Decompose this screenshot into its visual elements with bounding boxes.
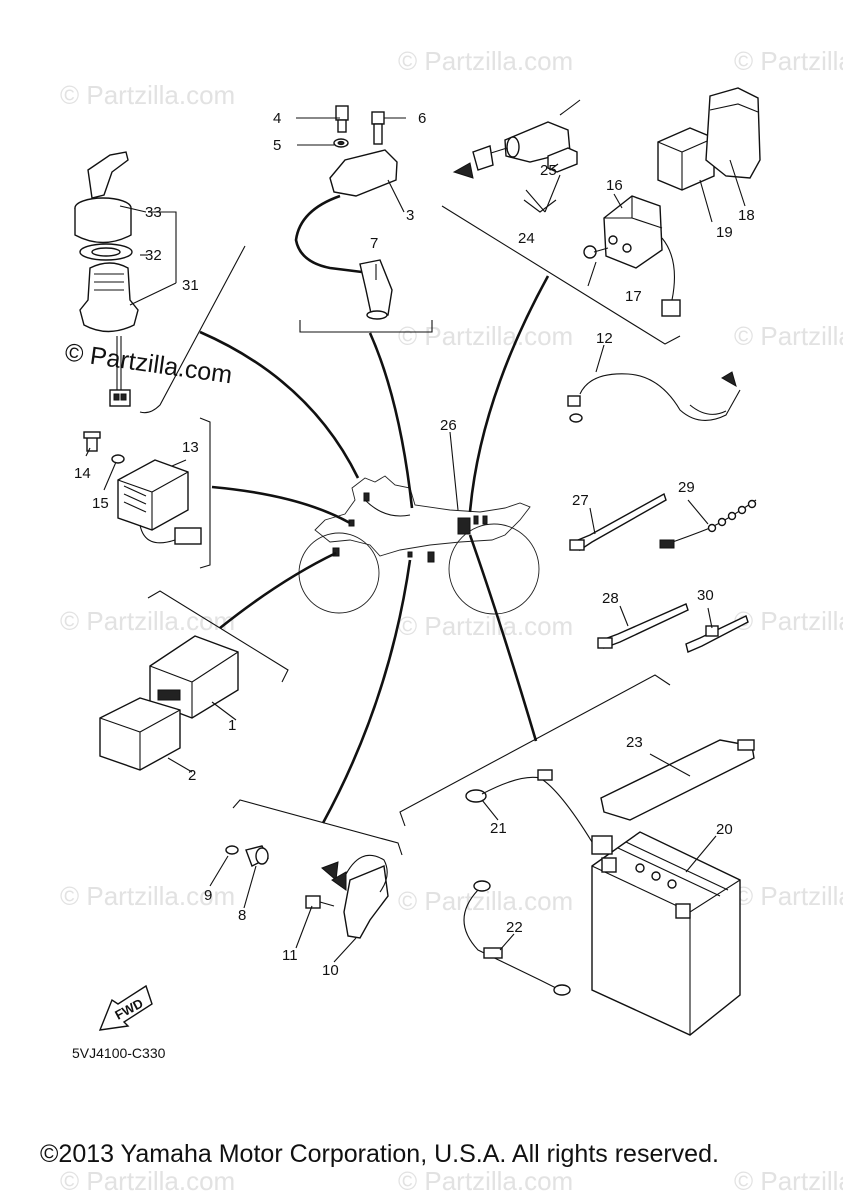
- callout-13: 13: [182, 439, 199, 456]
- watermark-layer: © Partzilla.com © Partzilla.com © Partzi…: [60, 46, 843, 1196]
- watermark: © Partzilla.com: [60, 606, 235, 636]
- callout-6: 6: [418, 110, 426, 127]
- main-switch-group: [74, 151, 139, 407]
- callout-31: 31: [182, 277, 199, 294]
- watermark: © Partzilla.com: [734, 321, 843, 351]
- battery-group: [463, 739, 755, 1036]
- callout-22: 22: [506, 919, 523, 936]
- callout-11: 11: [282, 947, 298, 964]
- callout-10: 10: [322, 962, 339, 979]
- watermark: © Partzilla.com: [734, 881, 843, 911]
- callout-28: 28: [602, 590, 619, 607]
- callout-30: 30: [697, 587, 714, 604]
- group-leaders: [199, 275, 550, 824]
- callout-9: 9: [204, 887, 212, 904]
- watermark: © Partzilla.com: [734, 606, 843, 636]
- callout-leaders: [85, 117, 746, 963]
- callout-24: 24: [518, 230, 535, 247]
- watermark: © Partzilla.com: [398, 46, 573, 76]
- vehicle-outline: [298, 475, 540, 615]
- lamp-switch-group: [452, 99, 581, 179]
- watermark: © Partzilla.com: [398, 321, 573, 351]
- callout-2: 2: [188, 767, 196, 784]
- clamps-group: [569, 492, 757, 653]
- callout-7: 7: [370, 235, 378, 252]
- callout-3: 3: [406, 207, 414, 224]
- callout-27: 27: [572, 492, 589, 509]
- callout-29: 29: [678, 479, 695, 496]
- callout-25: 25: [540, 162, 557, 179]
- callout-8: 8: [238, 907, 246, 924]
- callout-numbers: 1 2 3 4 5 6 7 8 9 10 11 12 13 14 15 16 1…: [74, 110, 755, 979]
- callout-4: 4: [273, 110, 281, 127]
- watermark: © Partzilla.com: [734, 1166, 843, 1196]
- callout-20: 20: [716, 821, 733, 838]
- cdi-unit-group: [99, 635, 239, 771]
- callout-17: 17: [625, 288, 642, 305]
- watermark: © Partzilla.com: [398, 1166, 573, 1196]
- copyright-notice: ©2013 Yamaha Motor Corporation, U.S.A. A…: [40, 1140, 719, 1168]
- callout-14: 14: [74, 465, 91, 482]
- lead-wire-12: [567, 371, 741, 423]
- ignition-coil-group: [294, 105, 398, 320]
- callout-1: 1: [228, 717, 236, 734]
- callout-21: 21: [490, 820, 507, 837]
- callout-23: 23: [626, 734, 643, 751]
- callout-16: 16: [606, 177, 623, 194]
- fwd-arrow-icon: FWD: [98, 984, 153, 1031]
- callout-15: 15: [92, 495, 109, 512]
- callout-5: 5: [273, 137, 281, 154]
- partzilla-logo: © Partzilla.com: [63, 338, 234, 389]
- callout-33: 33: [145, 204, 162, 221]
- callout-19: 19: [716, 224, 733, 241]
- watermark: © Partzilla.com: [60, 80, 235, 110]
- callout-32: 32: [145, 247, 162, 264]
- diagram-code: 5VJ4100-C330: [72, 1045, 166, 1061]
- relay-group: [583, 87, 761, 317]
- watermark: © Partzilla.com: [398, 611, 573, 641]
- callout-12: 12: [596, 330, 613, 347]
- watermark: © Partzilla.com: [734, 46, 843, 76]
- callout-18: 18: [738, 207, 755, 224]
- watermark: © Partzilla.com: [60, 881, 235, 911]
- neutral-switch-group: [225, 845, 389, 939]
- rectifier-group: [83, 431, 202, 545]
- watermark: © Partzilla.com: [60, 1166, 235, 1196]
- callout-26: 26: [440, 417, 457, 434]
- group-brackets: [139, 205, 681, 856]
